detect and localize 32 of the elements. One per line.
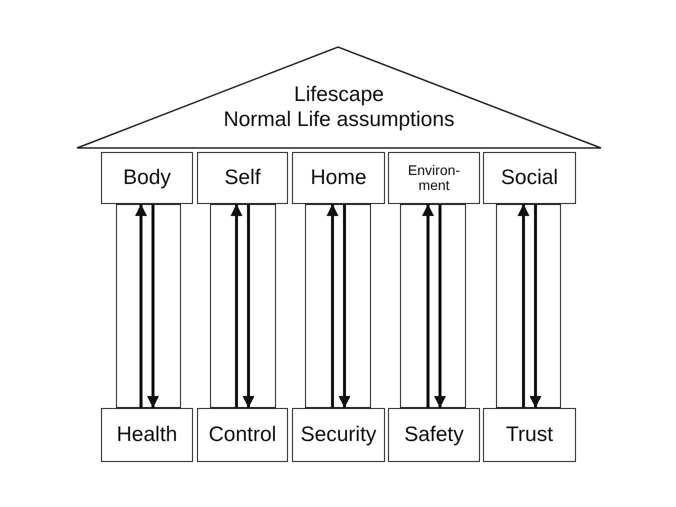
roof-title: Normal Life assumptions	[223, 109, 455, 132]
arrow	[230, 204, 242, 408]
base-label: Safety	[404, 424, 464, 446]
pillar-capital	[388, 152, 480, 204]
arrow	[422, 204, 434, 408]
pillar-base	[292, 408, 385, 462]
base-label: Trust	[506, 424, 554, 446]
roof-title: Lifescape	[294, 84, 384, 106]
pillar-base	[483, 408, 576, 462]
arrow	[242, 204, 254, 408]
capital-label: Home	[310, 166, 367, 190]
arrow	[135, 204, 147, 408]
pillar-capital	[197, 152, 288, 204]
capital-label: Body	[123, 166, 171, 190]
pillar-capital	[483, 152, 576, 204]
pillar-capital	[101, 152, 193, 204]
capital-label: Social	[500, 166, 558, 190]
arrow	[338, 204, 350, 408]
pillar-base	[101, 408, 193, 462]
pillar-capital	[292, 152, 385, 204]
base-label: Health	[116, 424, 178, 446]
arrow	[518, 204, 530, 408]
base-label: Control	[208, 424, 276, 446]
capital-label: Environ- ment	[406, 163, 462, 193]
arrow	[326, 204, 338, 408]
pillar-base	[197, 408, 288, 462]
arrow	[147, 204, 159, 408]
arrow	[434, 204, 446, 408]
arrow	[530, 204, 542, 408]
pillar-base	[388, 408, 480, 462]
capital-label: Self	[224, 166, 261, 190]
base-label: Security	[300, 424, 376, 446]
